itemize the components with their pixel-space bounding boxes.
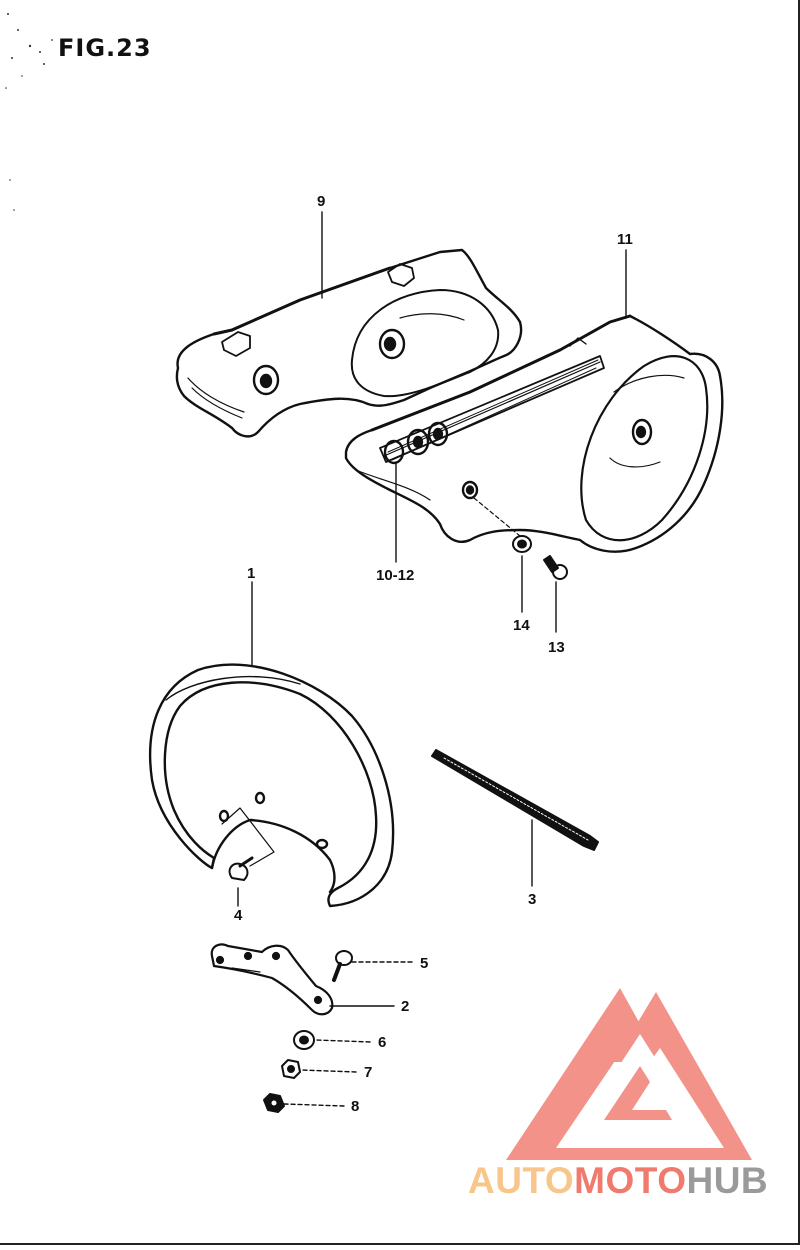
watermark-auto: AUTO (468, 1160, 575, 1201)
callout-11: 11 (617, 231, 633, 248)
callout-5: 5 (420, 955, 429, 972)
callout-1: 1 (247, 565, 256, 582)
part-14-washer (512, 535, 532, 553)
part-9-chain-case-left (175, 248, 523, 438)
scan-speckles (5, 13, 53, 211)
part-11-chain-case-right (344, 314, 724, 553)
watermark-moto: MOTO (574, 1160, 687, 1201)
callout-2: 2 (401, 998, 410, 1015)
callout-13: 13 (548, 639, 565, 656)
part-5-bolt (332, 950, 353, 982)
part-2-bracket (210, 943, 334, 1016)
part-1-guard-plate (148, 663, 395, 908)
callout-7: 7 (364, 1064, 373, 1081)
watermark-wordmark: AUTOMOTOHUB (468, 1162, 768, 1199)
callout-9: 9 (317, 193, 326, 210)
callout-10-12: 10-12 (376, 567, 415, 584)
callout-3: 3 (528, 891, 537, 908)
part-7-nut (281, 1059, 301, 1079)
watermark-hub: HUB (686, 1160, 769, 1201)
callout-8: 8 (351, 1098, 360, 1115)
part-4-bolt (228, 856, 254, 881)
part-6-washer (293, 1030, 315, 1050)
callout-4: 4 (234, 907, 243, 924)
figure-title: FIG.23 (58, 34, 152, 62)
automotohub-logo-mark (506, 988, 752, 1160)
part-8-nut (263, 1093, 285, 1113)
callout-6: 6 (378, 1034, 387, 1051)
assembly-line-14 (473, 497, 521, 537)
leader-lines (237, 211, 627, 1107)
part-13-screw (543, 555, 568, 580)
part-3-cable-tie (431, 749, 599, 851)
callout-14: 14 (513, 617, 530, 634)
